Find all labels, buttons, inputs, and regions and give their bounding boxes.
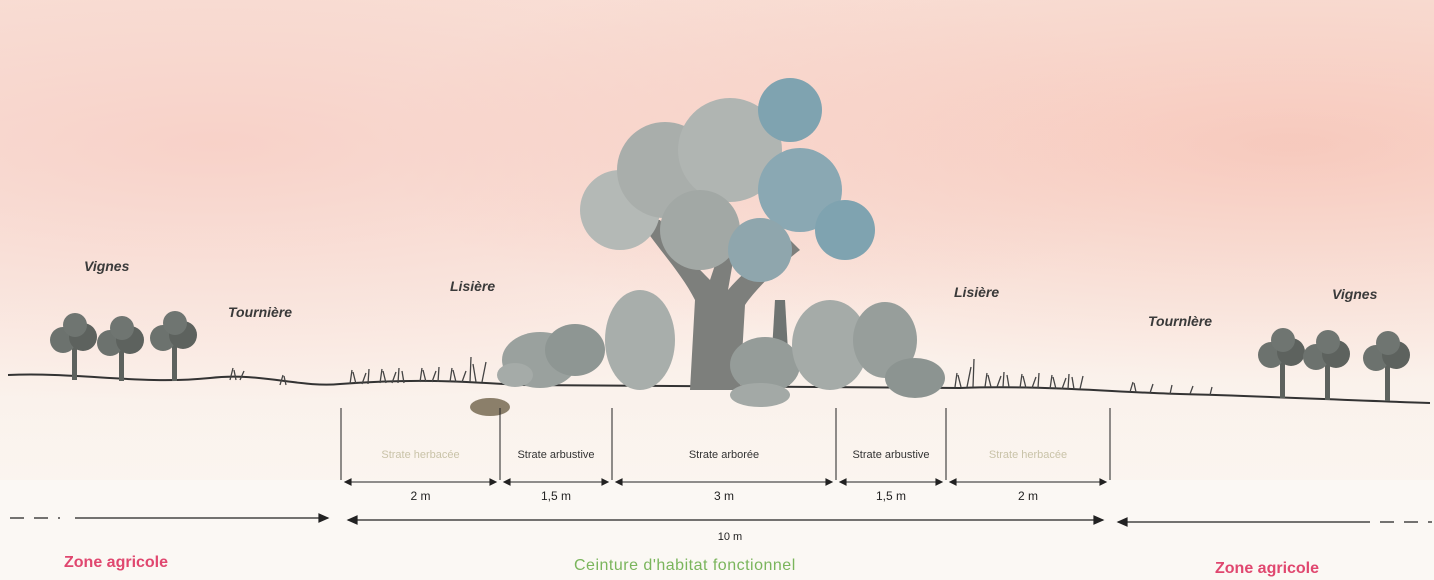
shrubs-right xyxy=(730,300,945,407)
strate-width-2: 1,5 m xyxy=(500,489,612,503)
strate-width-5: 2 m xyxy=(946,489,1110,503)
zone-arrow-left xyxy=(10,514,328,522)
total-width-arrow xyxy=(348,516,1103,524)
zone-agricole-left: Zone agricole xyxy=(64,554,168,572)
label-vignes-right: Vignes xyxy=(1332,286,1377,302)
strate-width-3: 3 m xyxy=(612,489,836,503)
vines-left xyxy=(50,311,197,381)
strate-width-4: 1,5 m xyxy=(836,489,946,503)
zone-ceinture: Ceinture d'habitat fonctionnel xyxy=(574,557,796,575)
zone-agricole-right: Zone agricole xyxy=(1215,560,1319,578)
strate-label-1: Strate herbacée xyxy=(341,449,500,461)
strate-label-2: Strate arbustive xyxy=(500,449,612,461)
label-tourniere-left: Tournière xyxy=(228,304,292,320)
zone-arrow-right xyxy=(1118,518,1432,526)
strate-label-3: Strate arborée xyxy=(612,449,836,461)
total-width-label: 10 m xyxy=(700,531,760,543)
label-tourniere-right: Tournlère xyxy=(1148,313,1212,329)
strate-label-4: Strate arbustive xyxy=(836,449,946,461)
segment-arrows xyxy=(345,479,1106,485)
shrubs-left xyxy=(470,290,675,416)
label-lisiere-right: Lisière xyxy=(954,284,999,300)
strate-separators xyxy=(341,408,1110,480)
label-lisiere-left: Lisière xyxy=(450,278,495,294)
label-vignes-left: Vignes xyxy=(84,258,129,274)
strate-label-5: Strate herbacée xyxy=(946,449,1110,461)
vines-right xyxy=(1258,328,1410,401)
strate-width-1: 2 m xyxy=(341,489,500,503)
